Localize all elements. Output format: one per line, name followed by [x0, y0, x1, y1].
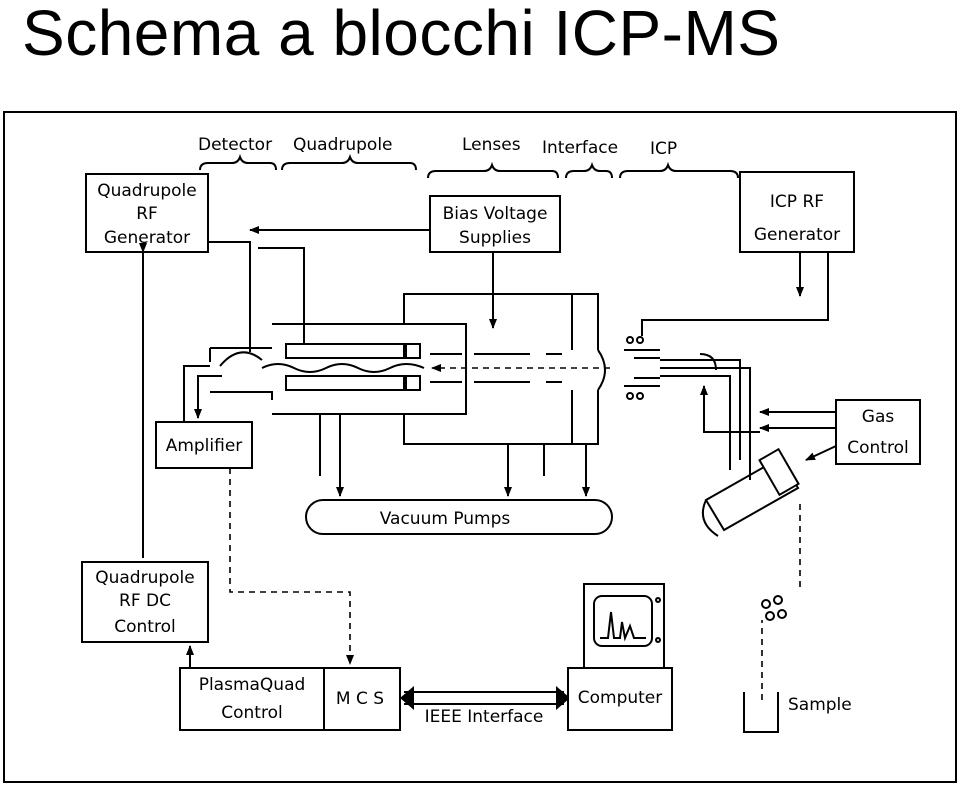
amplifier-label: Amplifier — [166, 436, 243, 456]
quad-rf-line-b — [258, 247, 305, 352]
amp-to-mcs-line — [229, 468, 354, 665]
sample-label: Sample — [788, 695, 852, 715]
gas-line-3 — [805, 445, 837, 461]
ion-path-wave — [261, 363, 425, 373]
plasmaquad-label-2: Control — [221, 703, 282, 723]
ieee-interface-label: IEEE Interface — [425, 707, 544, 727]
sample-beaker — [743, 692, 779, 733]
rfdc-label-3: Control — [114, 617, 175, 637]
spectrum-trace — [600, 611, 646, 642]
quad-rf-gen-label-3: Generator — [104, 228, 190, 248]
spray-chamber-drain — [702, 499, 719, 537]
vacuum-pumps-block — [305, 499, 613, 535]
slide-title: Schema a blocchi ICP-MS — [22, 0, 781, 69]
section-label-interface: Interface — [542, 138, 618, 158]
section-label-quadrupole: Quadrupole — [293, 135, 393, 155]
section-braces — [199, 153, 739, 179]
icp-rf-gen-label-1: ICP RF — [770, 192, 824, 212]
bias-label-2: Supplies — [459, 228, 531, 248]
lens-chamber-bottom — [403, 390, 599, 445]
detector-element — [219, 351, 263, 367]
rfdc-label-2: RF DC — [119, 591, 171, 611]
torch-inner — [634, 357, 660, 379]
computer-label: Computer — [578, 688, 663, 708]
quadrupole-chamber — [272, 323, 467, 415]
icp-rf-generator-block — [739, 171, 855, 253]
computer-block — [567, 667, 673, 731]
plasmaquad-control-block — [179, 667, 401, 731]
spray-chamber — [704, 456, 800, 532]
nebulizer — [758, 447, 800, 497]
pump-roller-1 — [761, 599, 771, 609]
quad-rf-gen-label-2: RF — [136, 204, 158, 224]
mcs-label: M C S — [336, 689, 384, 709]
pump-roller-4 — [777, 609, 787, 619]
vacuum-pumps-label: Vacuum Pumps — [380, 509, 511, 529]
rf-coil-top-1 — [626, 336, 634, 344]
bias-voltage-supplies-block — [429, 195, 561, 253]
monitor-knob-2 — [655, 637, 661, 643]
bias-label-1: Bias Voltage — [443, 204, 548, 224]
lens-elements-2 — [430, 353, 462, 383]
monitor-knob-1 — [655, 597, 661, 603]
pump-roller-2 — [773, 595, 783, 605]
rod-end-lower — [405, 375, 421, 391]
icp-rf-to-coil-line — [641, 252, 829, 336]
rod-end-upper — [405, 343, 421, 359]
gas-control-label-1: Gas — [862, 407, 895, 427]
quad-rf-line-a — [208, 241, 251, 352]
gas-control-label-2: Control — [847, 438, 908, 458]
rf-coil-bottom-1 — [626, 392, 634, 400]
pump-roller-3 — [765, 611, 775, 621]
gas-control-block — [835, 399, 921, 465]
plasmaquad-label-1: PlasmaQuad — [199, 675, 306, 695]
rfdc-label-1: Quadrupole — [95, 568, 195, 588]
icp-rf-gen-label-2: Generator — [754, 225, 840, 245]
torch-gas-tubes — [660, 359, 751, 480]
section-label-icp: ICP — [650, 139, 677, 159]
ieee-bus — [404, 691, 564, 705]
rf-coil-bottom-2 — [636, 392, 644, 400]
quadrupole-rf-dc-control-block — [81, 561, 209, 643]
rf-coil-top-2 — [636, 336, 644, 344]
amplifier-block — [155, 421, 253, 469]
section-label-detector: Detector — [198, 135, 272, 155]
quad-rf-gen-label-1: Quadrupole — [97, 181, 197, 201]
torch-end — [699, 353, 717, 371]
quadrupole-rod-lower — [285, 375, 405, 391]
torch-outer — [624, 349, 660, 387]
quadrupole-rf-generator-block — [85, 173, 209, 253]
detector-to-amp-line-1 — [183, 365, 210, 422]
lens-elements — [474, 353, 562, 383]
quadrupole-rod-upper — [285, 343, 405, 359]
diagram-frame — [3, 111, 957, 783]
detector-to-amp-line-2 — [194, 375, 222, 419]
lens-chamber-top — [403, 293, 599, 350]
interface-cone — [597, 349, 606, 391]
gas-to-torch-line — [700, 385, 760, 433]
section-label-lenses: Lenses — [462, 135, 521, 155]
detector-housing — [209, 347, 273, 400]
